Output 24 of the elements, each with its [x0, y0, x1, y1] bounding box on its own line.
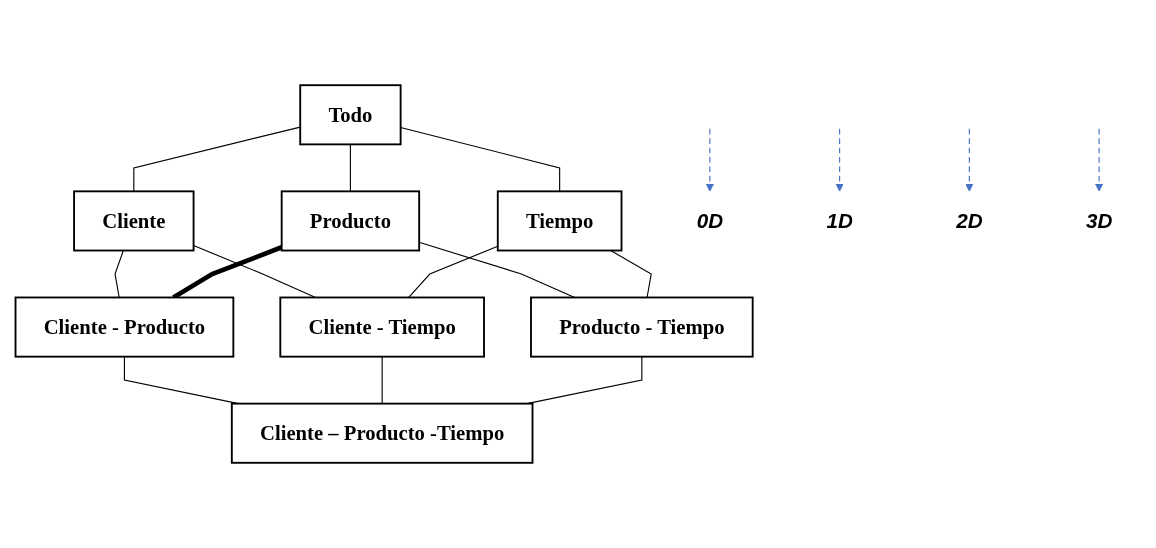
connector	[114, 249, 124, 299]
connector	[526, 356, 643, 405]
node-box: Cliente	[73, 190, 195, 252]
node-text: 2D	[956, 209, 983, 233]
node-box: Cliente - Producto	[14, 296, 235, 358]
node-box: Tiempo	[496, 190, 623, 252]
connector	[349, 143, 351, 192]
node-box: Producto - Tiempo	[530, 296, 754, 358]
node-box: Cliente - Tiempo	[279, 296, 485, 358]
connector	[133, 126, 301, 192]
node-text: 3D	[1085, 209, 1113, 233]
connector	[193, 244, 317, 299]
node-text: 1D	[826, 209, 853, 233]
node-box: Cliente – Producto -Tiempo	[230, 402, 534, 464]
node-box: Todo	[299, 84, 402, 146]
node-text: 0D	[696, 209, 724, 233]
arrow	[965, 128, 974, 192]
arrow	[835, 128, 844, 192]
connector	[400, 126, 561, 192]
connector	[610, 249, 652, 299]
node-box: Producto	[280, 190, 421, 252]
connector	[381, 356, 383, 405]
arrow	[705, 128, 714, 192]
arrow	[1094, 128, 1104, 192]
